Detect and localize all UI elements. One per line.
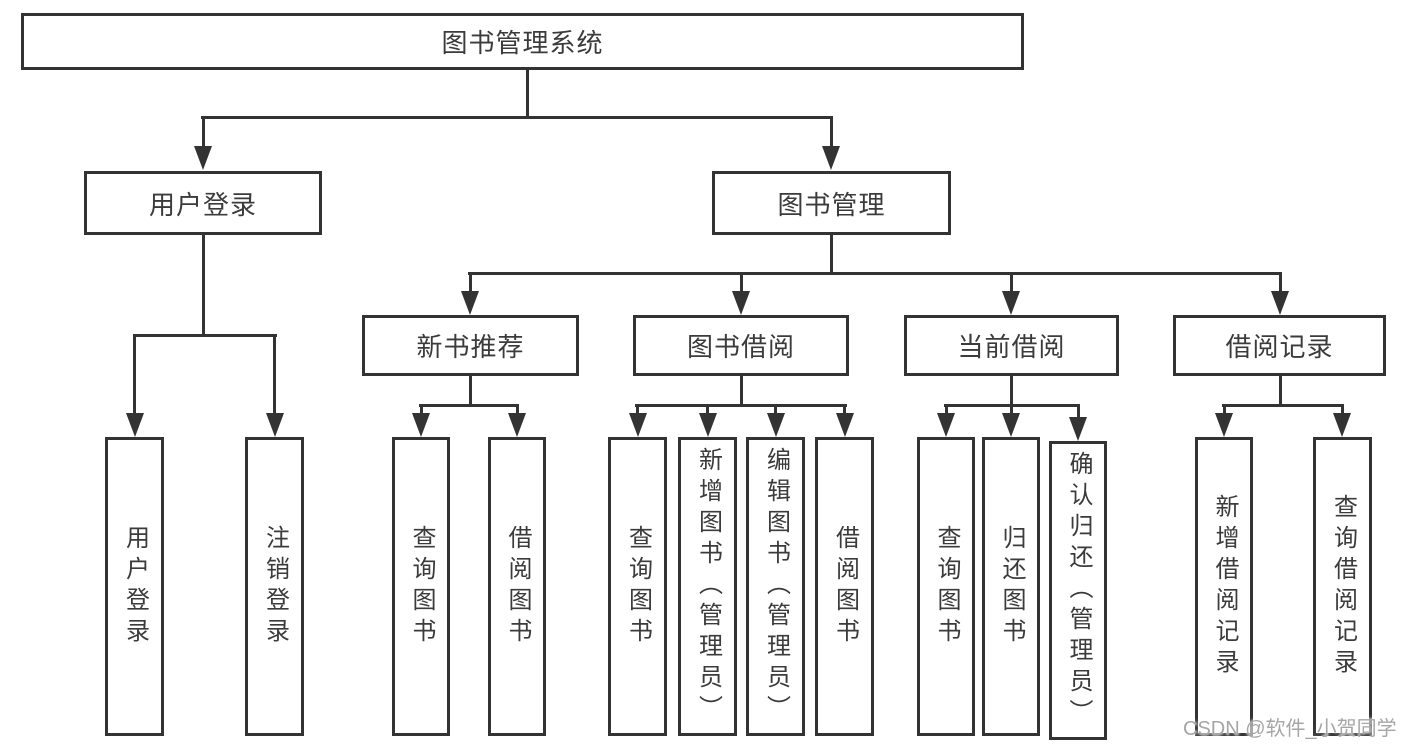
connector-line bbox=[635, 404, 847, 407]
connector-line bbox=[1279, 274, 1282, 293]
arrow-down-icon bbox=[508, 413, 526, 437]
leaf-label: 编辑图书（管理员） bbox=[762, 447, 790, 726]
arrow-down-icon bbox=[1333, 413, 1351, 437]
connector-line bbox=[1010, 274, 1013, 293]
connector-line bbox=[273, 334, 276, 415]
leaf-label: 用户登录 bbox=[121, 524, 149, 649]
leaf-query-book: 查询图书 bbox=[392, 437, 450, 736]
leaf-confirm-return-admin: 确认归还（管理员） bbox=[1049, 441, 1107, 740]
leaf-label: 归还图书 bbox=[998, 524, 1025, 649]
node-library-management-system: 图书管理系统 bbox=[21, 13, 1024, 70]
connector-line bbox=[1341, 404, 1344, 415]
connector-line bbox=[843, 404, 846, 415]
arrow-down-icon bbox=[822, 146, 840, 170]
node-book-management: 图书管理 bbox=[712, 171, 951, 235]
connector-line bbox=[469, 274, 472, 293]
node-label: 借阅记录 bbox=[1225, 332, 1334, 362]
connector-line bbox=[774, 404, 777, 415]
node-label: 图书借阅 bbox=[686, 332, 795, 362]
leaf-label: 查询图书 bbox=[933, 524, 960, 649]
node-label: 新书推荐 bbox=[416, 332, 525, 362]
connector-line bbox=[468, 272, 1282, 275]
leaf-query-borrow-record: 查询借阅记录 bbox=[1313, 437, 1372, 736]
connector-line bbox=[419, 404, 519, 407]
node-label: 当前借阅 bbox=[957, 332, 1066, 362]
leaf-label: 查询图书 bbox=[624, 524, 652, 649]
node-label: 图书管理系统 bbox=[441, 28, 604, 58]
leaf-query-book: 查询图书 bbox=[917, 437, 975, 736]
connector-line bbox=[202, 116, 205, 148]
csdn-watermark: CSDN @软件_小贺同学 bbox=[1183, 718, 1397, 740]
connector-line bbox=[516, 404, 519, 415]
arrow-down-icon bbox=[126, 413, 144, 437]
connector-line bbox=[133, 334, 277, 337]
connector-line bbox=[1010, 376, 1013, 406]
leaf-borrow-book: 借阅图书 bbox=[488, 437, 546, 736]
connector-line bbox=[740, 274, 743, 293]
leaf-label: 确认归还（管理员） bbox=[1065, 451, 1092, 730]
connector-line bbox=[945, 404, 948, 415]
leaf-label: 查询图书 bbox=[408, 524, 435, 649]
connector-line bbox=[830, 234, 833, 274]
arrow-down-icon bbox=[1002, 291, 1020, 315]
connector-line bbox=[201, 116, 833, 119]
leaf-label: 注销登录 bbox=[261, 524, 289, 649]
node-label: 图书管理 bbox=[777, 189, 886, 220]
connector-line bbox=[526, 69, 529, 118]
connector-line bbox=[469, 376, 472, 406]
leaf-label: 借阅图书 bbox=[504, 524, 531, 649]
connector-line bbox=[420, 404, 423, 415]
connector-line bbox=[636, 404, 639, 415]
leaf-label: 查询借阅记录 bbox=[1329, 493, 1357, 680]
connector-line bbox=[830, 116, 833, 148]
connector-line bbox=[706, 404, 709, 415]
arrow-down-icon bbox=[461, 291, 479, 315]
leaf-add-borrow-record: 新增借阅记录 bbox=[1195, 437, 1253, 736]
leaf-edit-book-admin: 编辑图书（管理员） bbox=[746, 437, 805, 736]
connector-line bbox=[133, 334, 136, 415]
leaf-query-book: 查询图书 bbox=[608, 437, 667, 736]
leaf-borrow-book: 借阅图书 bbox=[815, 437, 874, 736]
node-user-login: 用户登录 bbox=[84, 171, 322, 235]
connector-line bbox=[740, 376, 743, 406]
leaf-return-book: 归还图书 bbox=[982, 437, 1040, 736]
node-book-borrow: 图书借阅 bbox=[633, 315, 849, 376]
arrow-down-icon bbox=[699, 413, 717, 437]
arrow-down-icon bbox=[1271, 291, 1289, 315]
connector-line bbox=[1279, 376, 1282, 406]
arrow-down-icon bbox=[1069, 417, 1087, 441]
leaf-user-login: 用户登录 bbox=[105, 437, 164, 736]
node-current-borrow: 当前借阅 bbox=[904, 315, 1119, 376]
arrow-down-icon bbox=[412, 413, 430, 437]
leaf-logout-login: 注销登录 bbox=[245, 437, 304, 736]
arrow-down-icon bbox=[194, 146, 212, 170]
leaf-label: 新增图书（管理员） bbox=[694, 447, 722, 726]
arrow-down-icon bbox=[836, 413, 854, 437]
node-borrow-record: 借阅记录 bbox=[1173, 315, 1386, 376]
connector-line bbox=[1223, 404, 1226, 415]
leaf-label: 新增借阅记录 bbox=[1211, 493, 1238, 680]
arrow-down-icon bbox=[937, 413, 955, 437]
connector-line bbox=[1010, 404, 1013, 415]
leaf-label: 借阅图书 bbox=[831, 524, 859, 649]
arrow-down-icon bbox=[1215, 413, 1233, 437]
connector-line bbox=[202, 234, 205, 336]
arrow-down-icon bbox=[767, 413, 785, 437]
arrow-down-icon bbox=[266, 413, 284, 437]
leaf-add-book-admin: 新增图书（管理员） bbox=[678, 437, 737, 736]
connector-line bbox=[1222, 404, 1344, 407]
arrow-down-icon bbox=[732, 291, 750, 315]
node-label: 用户登录 bbox=[148, 189, 257, 220]
node-new-book-recommend: 新书推荐 bbox=[362, 315, 579, 376]
arrow-down-icon bbox=[629, 413, 647, 437]
connector-line bbox=[1077, 404, 1080, 419]
arrow-down-icon bbox=[1002, 413, 1020, 437]
